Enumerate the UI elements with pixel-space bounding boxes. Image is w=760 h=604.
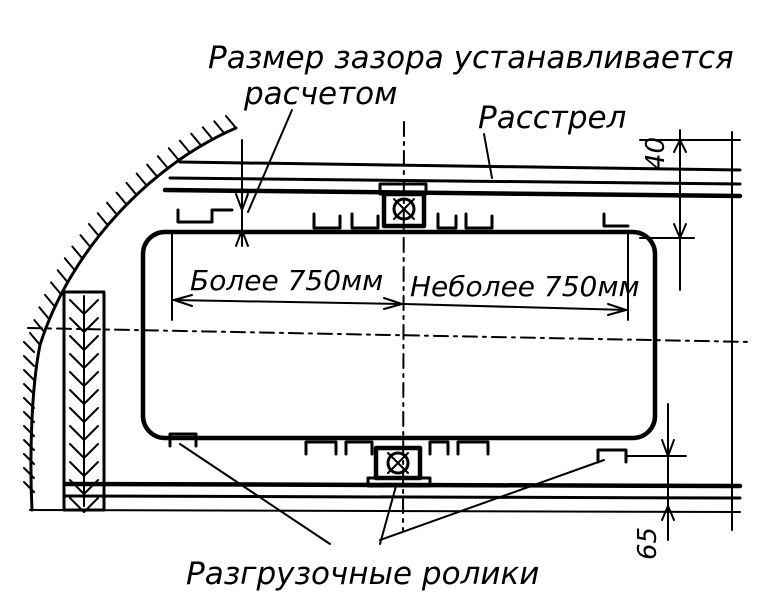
dim-40-label: 40 [641, 137, 671, 170]
top-roller-wheel [392, 197, 416, 221]
left-width-arrow-l [173, 294, 193, 307]
hatch-mark [135, 172, 148, 187]
hatch-mark [106, 201, 118, 216]
dim-65-arrow-2 [661, 505, 675, 521]
hatch-mark [56, 269, 69, 284]
dim-65 [625, 403, 687, 541]
vertical-center-line [402, 121, 405, 531]
top-beam [162, 160, 743, 199]
bottom-bracket-2 [304, 440, 338, 456]
hatch-mark [23, 411, 35, 423]
left-width-line [171, 299, 403, 305]
roller-leader-left [179, 443, 331, 545]
hatch-mark [23, 425, 35, 437]
bottom-roller-wheel [386, 451, 410, 475]
hatch-mark [167, 147, 180, 162]
not-more-750-label: Неболее 750мм [410, 270, 640, 303]
bottom-beam [29, 481, 743, 513]
hatch-mark [23, 439, 35, 451]
hatch-mark [23, 369, 35, 381]
shaft-wall-arc [29, 126, 238, 512]
width-dimensions [171, 231, 629, 321]
guide-wood-grain [69, 295, 99, 513]
top-roller [378, 182, 428, 229]
left-width-arrow-r [383, 297, 403, 310]
gap-note-line2: расчетом [243, 76, 398, 112]
bottom-roller [366, 445, 432, 488]
hatch-mark [71, 245, 84, 260]
bottom-bracket-4 [428, 440, 450, 456]
right-width-arrow-r [607, 303, 627, 316]
hatch-mark [156, 155, 169, 170]
top-roller-cross-2 [393, 198, 415, 220]
hatch-mark [23, 453, 35, 465]
hatch-mark [96, 212, 109, 227]
gap-dimension [235, 109, 293, 247]
wall-hatching [23, 115, 237, 493]
cage-outline [140, 229, 658, 441]
shaft-wall [23, 115, 238, 512]
hatch-mark [178, 139, 191, 154]
hatch-mark [125, 181, 138, 196]
hatch-mark [190, 132, 203, 147]
top-bracket-4 [436, 212, 458, 230]
right-width-line [403, 303, 629, 311]
rollers-label: Разгрузочные ролики [186, 556, 539, 592]
horizontal-center-line [27, 327, 753, 343]
hatch-mark [23, 397, 35, 409]
roller-leaders [179, 443, 605, 545]
bottom-bracket-1 [168, 432, 198, 448]
bottom-bracket-3 [344, 440, 374, 456]
hatch-mark [43, 293, 56, 308]
top-roller-body [381, 191, 427, 229]
grain-mark [69, 497, 99, 513]
hatch-mark [115, 191, 128, 206]
hatch-mark [50, 281, 63, 296]
hatch-mark [63, 257, 76, 272]
bottom-bracket-5 [456, 440, 490, 456]
dim-40 [639, 129, 741, 531]
top-beam-line-3 [162, 187, 743, 199]
bottom-roller-cross-2 [387, 452, 409, 474]
bottom-beam-line-2 [64, 494, 742, 500]
top-bracket-3 [350, 212, 380, 230]
hatch-mark [29, 332, 41, 346]
top-bracket-6 [602, 212, 630, 228]
hatch-mark [23, 467, 35, 479]
hatch-mark [201, 126, 214, 141]
hatch-mark [23, 341, 35, 353]
top-beam-line-1 [178, 160, 742, 172]
more-750-label: Более 750мм [190, 264, 383, 297]
hatch-mark [38, 306, 51, 321]
dim-40-arrow-1 [673, 139, 687, 153]
gap-note-line1: Размер зазора устанавливается [208, 40, 734, 76]
beam-leader [483, 133, 493, 179]
top-bracket-5 [464, 212, 494, 230]
hatch-mark [213, 120, 226, 135]
hatch-mark [33, 319, 46, 334]
hatch-mark [79, 234, 92, 249]
bottom-roller-base [366, 476, 432, 488]
bottom-beam-line-3 [29, 509, 741, 513]
top-bracket-1 [176, 208, 234, 224]
hatch-mark [146, 163, 159, 178]
top-guide-brackets [176, 208, 630, 230]
dim-65-label: 65 [633, 527, 663, 560]
hatch-mark [225, 115, 237, 129]
hatch-mark [23, 355, 35, 367]
top-beam-line-2 [168, 176, 742, 186]
roller-leader-right [379, 459, 605, 541]
top-bracket-2 [312, 212, 342, 230]
gap-arrow-down [235, 193, 249, 211]
roller-leader-center [379, 485, 397, 545]
wooden-guide [62, 290, 106, 513]
hatch-mark [23, 481, 35, 493]
hatch-mark [23, 383, 35, 395]
gap-arrow-up [235, 229, 249, 247]
gap-leader [247, 109, 293, 213]
hatch-mark [87, 223, 100, 238]
beam-label: Расстрел [478, 100, 626, 136]
